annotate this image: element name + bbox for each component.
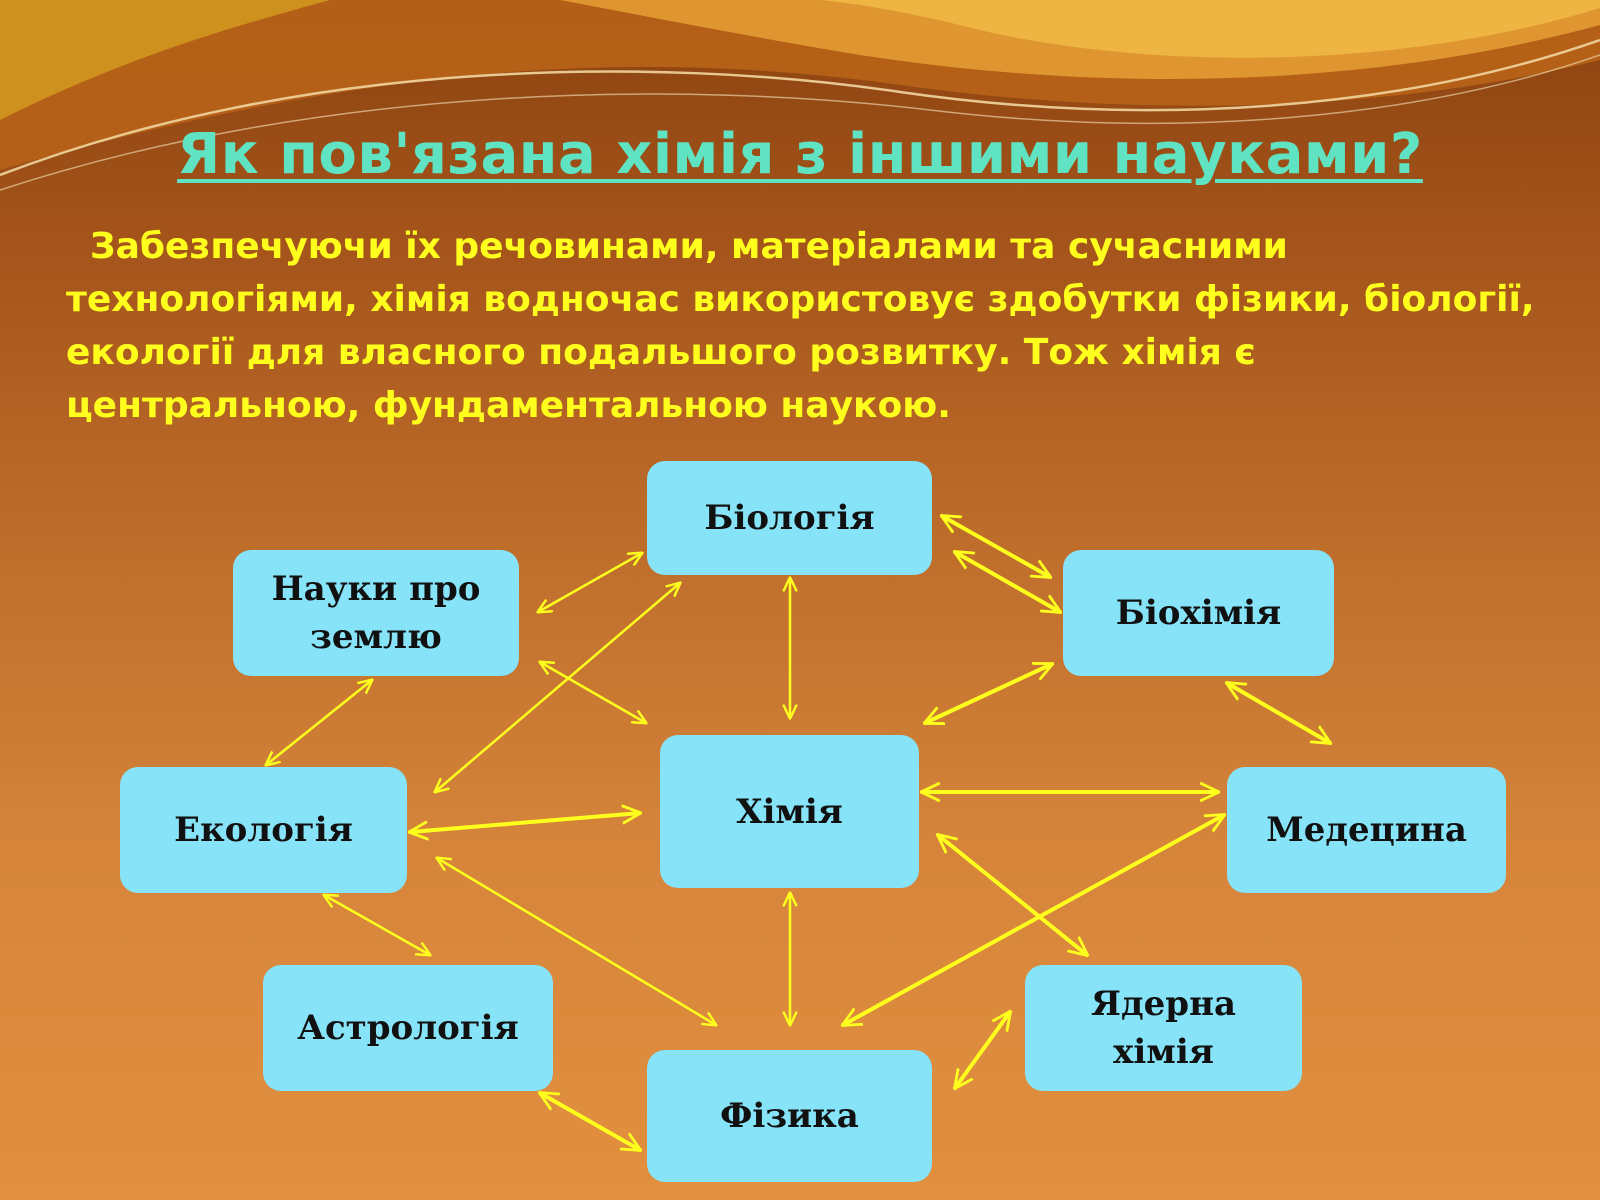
node-earth-sciences: Науки про землю (233, 550, 519, 676)
arrow-ecology-physics (437, 858, 716, 1025)
node-biology: Біологія (647, 461, 932, 575)
arrow-biology-biochemistry-1 (942, 516, 1050, 577)
node-astrology: Астрологія (263, 965, 553, 1091)
node-ecology: Екологія (120, 767, 407, 893)
background-waves (0, 0, 1600, 191)
arrow-earth-ecology (266, 680, 372, 765)
node-biochemistry: Біохімія (1063, 550, 1334, 676)
intro-paragraph: Забезпечуючи їх речовинами, матеріалами … (66, 226, 1535, 426)
arrow-ecology-astrology (324, 895, 430, 955)
arrow-nuclear-physics (955, 1012, 1010, 1088)
arrow-biology-biochemistry-2 (955, 552, 1060, 612)
node-chemistry: Хімія (660, 735, 919, 888)
arrow-medicine-physics (843, 815, 1224, 1025)
arrow-biochemistry-chemistry (925, 662, 1052, 725)
arrow-biochemistry-medicine (1227, 683, 1330, 743)
node-physics: Фізика (647, 1050, 932, 1182)
arrow-astrology-physics (540, 1093, 640, 1150)
arrow-chemistry-ecology (410, 813, 640, 832)
arrow-chemistry-nuclear (938, 835, 1087, 955)
node-medicine: Медецина (1227, 767, 1506, 893)
node-nuclear-chemistry: Ядерна хімія (1025, 965, 1302, 1091)
arrow-earth-chemistry (540, 662, 646, 723)
arrow-biology-earth (538, 553, 642, 612)
slide-title: Як пов'язана хімія з іншими науками? (177, 122, 1423, 187)
